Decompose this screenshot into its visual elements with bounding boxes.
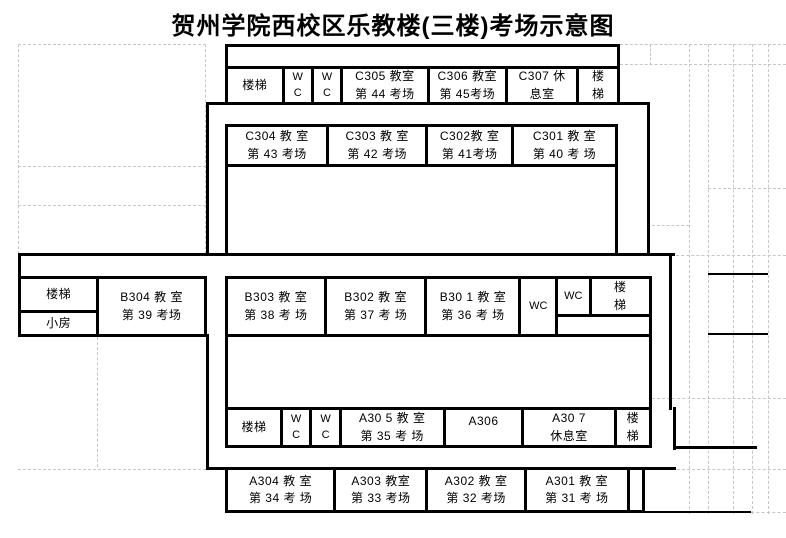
top-corridor-box bbox=[225, 44, 620, 69]
room-c304: C304 教 室 第 43 考场 bbox=[228, 127, 330, 164]
room-c301: C301 教 室 第 40 考 场 bbox=[532, 129, 597, 161]
room-a307: A30 7 休息室 bbox=[524, 410, 617, 445]
room-a301: A301 教 室 第 31 考 场 bbox=[527, 470, 630, 510]
room-b302: B302 教 室 第 37 考 场 bbox=[327, 279, 428, 334]
c-room-row: C304 教 室 第 43 考场 C303 教 室 第 42 考场 C302教 … bbox=[225, 124, 618, 167]
room-stair-low-right: 楼 梯 bbox=[626, 411, 640, 443]
annex-wall-line bbox=[708, 333, 768, 335]
corridor-wall-line bbox=[18, 253, 21, 279]
room-b304: B304 教 室 第 39 考场 bbox=[120, 290, 183, 322]
a-room-row: 楼梯 W C W C A30 5 教 室 第 35 考 场 A306 A30 7… bbox=[225, 407, 652, 448]
grid-dash-line bbox=[650, 44, 651, 65]
east-wall-line bbox=[673, 407, 676, 450]
grid-dash-line bbox=[620, 64, 786, 65]
grid-dash-line bbox=[751, 512, 786, 513]
grid-dash-line bbox=[733, 44, 734, 514]
empty-cell bbox=[630, 470, 642, 510]
grid-dash-line bbox=[652, 225, 689, 226]
annex-wall-line bbox=[708, 273, 768, 275]
east-wall-line bbox=[669, 253, 672, 410]
room-stair-top-right: 楼 梯 bbox=[591, 69, 605, 101]
page-title: 贺州学院西校区乐教楼(三楼)考场示意图 bbox=[171, 13, 615, 40]
grid-dash-line bbox=[708, 44, 709, 514]
room-c307: C307 休 息室 bbox=[508, 69, 580, 102]
grid-dash-line bbox=[676, 255, 786, 256]
room-stair-low-left: 楼梯 bbox=[228, 410, 283, 445]
empty-cell bbox=[558, 317, 649, 334]
room-wc-top-1: W C bbox=[285, 69, 314, 102]
room-a302: A302 教 室 第 32 考场 bbox=[428, 470, 528, 510]
grid-dash-line bbox=[752, 44, 753, 514]
room-wc-low-1: W C bbox=[283, 410, 313, 445]
grid-dash-box-left bbox=[18, 44, 206, 254]
top-room-row: 楼梯 W C W C C305 教室 第 44 考场 C306 教室 第 45考… bbox=[225, 66, 620, 105]
grid-dash-line bbox=[768, 44, 769, 514]
room-c306: C306 教室 第 45考场 bbox=[430, 69, 508, 102]
room-c303: C303 教 室 第 42 考场 bbox=[329, 127, 429, 164]
room-stair-mid-right: 楼 梯 bbox=[614, 280, 627, 312]
room-a306: A306 bbox=[446, 410, 525, 445]
room-wc-mid-tall: WC bbox=[521, 279, 559, 334]
grid-dash-line bbox=[97, 337, 98, 467]
annex-wall-line bbox=[633, 511, 751, 513]
room-b303: B303 教 室 第 38 考 场 bbox=[228, 279, 327, 334]
room-small-room: 小房 bbox=[46, 315, 72, 330]
middle-hall-box bbox=[225, 334, 652, 410]
grid-dash-line bbox=[18, 205, 206, 206]
b-row-left-block: 楼梯 小房 B304 教 室 第 39 考场 bbox=[18, 276, 207, 337]
grid-dash-line bbox=[18, 166, 206, 167]
room-stair-mid-left: 楼梯 bbox=[21, 279, 97, 313]
room-c305: C305 教室 第 44 考场 bbox=[343, 69, 430, 102]
annex-wall-line bbox=[676, 446, 757, 449]
room-c302: C302教 室 第 41考场 bbox=[428, 127, 515, 164]
room-wc-top-2: W C bbox=[314, 69, 344, 102]
room-b301: B30 1 教 室 第 36 考 场 bbox=[427, 279, 522, 334]
corridor-wall-line bbox=[18, 253, 675, 256]
grid-dash-line bbox=[652, 398, 786, 399]
grid-dash-line bbox=[672, 469, 786, 470]
bottom-room-row: A304 教 室 第 34 考 场 A303 教室 第 33 考场 A302 教… bbox=[225, 467, 645, 513]
room-wc-mid-small: WC bbox=[558, 279, 592, 314]
room-a305: A30 5 教 室 第 35 考 场 bbox=[342, 410, 446, 445]
upper-hall-box bbox=[225, 164, 618, 256]
b-row-right-block: B303 教 室 第 38 考 场 B302 教 室 第 37 考 场 B30 … bbox=[225, 276, 652, 337]
room-a303: A303 教室 第 33 考场 bbox=[336, 470, 429, 510]
room-a304: A304 教 室 第 34 考 场 bbox=[228, 470, 337, 510]
west-wall-line bbox=[206, 334, 209, 470]
room-wc-low-2: W C bbox=[312, 410, 342, 445]
grid-dash-line bbox=[18, 469, 206, 470]
room-stair-top-left: 楼梯 bbox=[228, 69, 285, 102]
grid-dash-line bbox=[620, 44, 786, 45]
grid-dash-line bbox=[689, 44, 690, 514]
grid-dash-line bbox=[708, 188, 786, 189]
